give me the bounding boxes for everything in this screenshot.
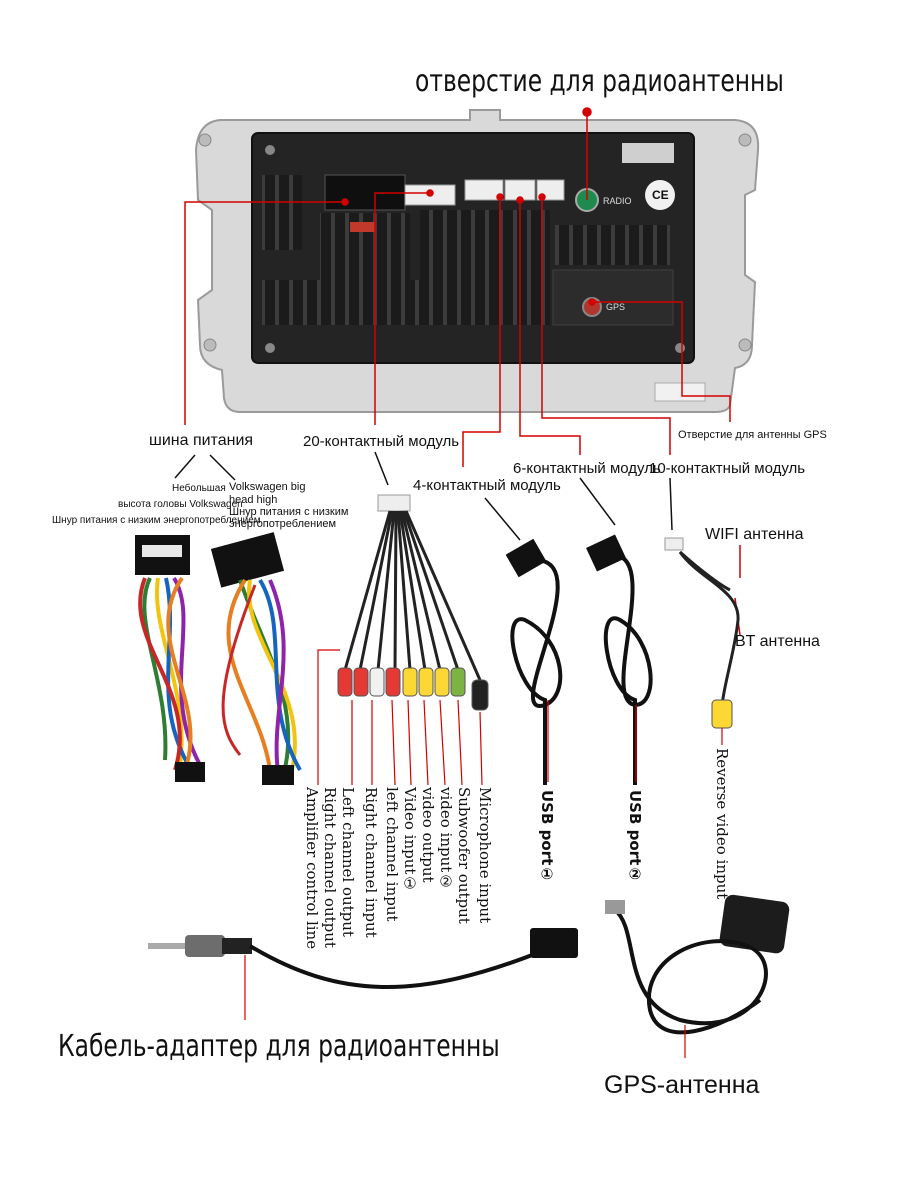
power-bus-label: шина питания — [149, 432, 254, 449]
connector-white-2 — [464, 179, 504, 201]
power-harness-small-head — [135, 535, 205, 782]
radio-tag-label: RADIO — [603, 196, 632, 206]
big-head-line-3: Шнур питания с низким — [229, 506, 349, 518]
rca-label-9: Microphone input — [476, 787, 494, 924]
module-4-label: 4-контактный модуль — [413, 477, 561, 494]
wifi-antenna-label: WIFI антенна — [705, 526, 804, 543]
plug-green — [450, 667, 466, 697]
rca-plugs — [337, 667, 489, 711]
big-head-line-1: Volkswagen big — [229, 481, 306, 493]
plug-red-3 — [385, 667, 401, 697]
plug-white-1 — [369, 667, 385, 697]
rca-label-7: video input② — [437, 787, 455, 891]
gps-hole-label: Отверстие для антенны GPS — [678, 429, 827, 441]
usb-cable-1 — [505, 538, 563, 785]
radio-antenna-hole-label: отверстие для радиоантенны — [415, 64, 784, 99]
usb-cable-2 — [586, 534, 653, 785]
small-head-line-3: Шнур питания с низким энергопотреблением — [52, 515, 261, 526]
rca-label-2: Left channel output — [339, 787, 357, 937]
gps-antenna — [605, 894, 790, 1058]
rca-label-0: Amplifier control line — [303, 787, 321, 950]
ten-pin-cable — [664, 537, 740, 745]
plug-red-2 — [353, 667, 369, 697]
ce-mark-label: CE — [652, 188, 669, 202]
rca-label-1: Right channel output — [321, 787, 339, 948]
pointer-lines — [174, 451, 673, 541]
head-unit — [194, 109, 760, 413]
gps-tag-label: GPS — [606, 302, 626, 312]
rca-label-4: left channel input — [383, 787, 401, 922]
radio-antenna-adapter-cable — [148, 928, 578, 1020]
radio-adapter-label: Кабель-адаптер для радиоантенны — [58, 1029, 500, 1064]
reverse-video-label: Reverse video input — [713, 748, 731, 900]
bt-antenna-label: BT антенна — [735, 633, 820, 650]
rca-label-6: video output — [419, 787, 437, 883]
small-head-line-2: высота головы Volkswagen — [118, 499, 243, 510]
small-head-line-1: Небольшая — [172, 483, 226, 494]
big-head-line-2: head high — [229, 494, 278, 506]
big-head-line-4: энергопотреблением — [229, 518, 337, 530]
gps-antenna-label: GPS-антенна — [604, 1071, 760, 1099]
module-6-label: 6-контактный модуль — [513, 460, 661, 477]
plug-yellow-3 — [434, 667, 450, 697]
module-20-label: 20-контактный модуль — [303, 433, 460, 450]
plug-red-1 — [337, 667, 353, 697]
plug-black — [471, 679, 489, 711]
usb-port-1-label: USB port① — [538, 790, 556, 884]
usb-leader-lines — [547, 700, 637, 782]
plug-yellow-2 — [418, 667, 434, 697]
callout-lines — [184, 107, 731, 467]
rca-label-3: Right channel input — [362, 787, 380, 938]
module-10-label: 10-контактный модуль — [649, 460, 806, 477]
plug-yellow-1 — [402, 667, 418, 697]
ce-mark-circle — [645, 180, 675, 210]
rca-bundle — [343, 494, 482, 681]
rca-label-8: Subwoofer output — [455, 787, 473, 924]
rca-label-5: Video input① — [401, 787, 419, 893]
usb-port-2-label: USB port② — [626, 790, 644, 884]
power-harness-big-head — [210, 532, 302, 785]
rca-leader-lines — [317, 649, 483, 786]
